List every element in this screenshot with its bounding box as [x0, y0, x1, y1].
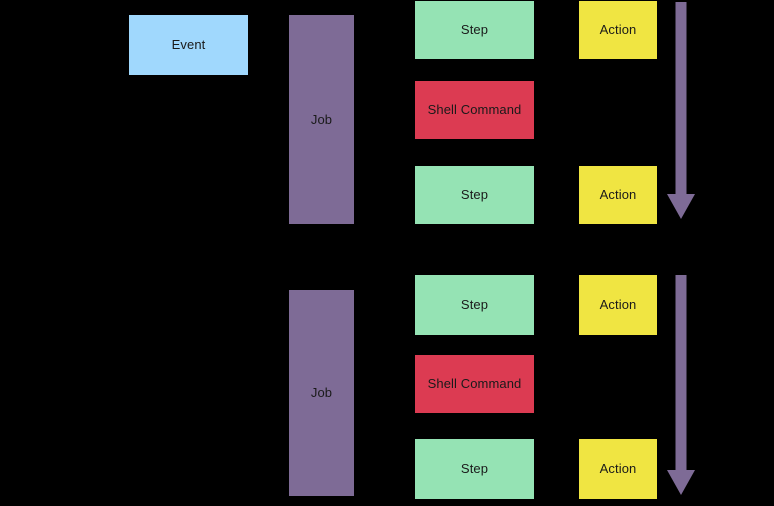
- node-action-1[interactable]: Action: [579, 1, 657, 59]
- arrow-down-flow-2: [666, 275, 696, 496]
- node-job-1[interactable]: Job: [289, 15, 354, 224]
- node-step-3[interactable]: Step: [415, 275, 534, 335]
- node-action-4[interactable]: Action: [579, 439, 657, 499]
- node-shell-command-2[interactable]: Shell Command: [415, 355, 534, 413]
- node-shell-command-1[interactable]: Shell Command: [415, 81, 534, 139]
- arrow-down-icon: [667, 275, 695, 495]
- node-job-2[interactable]: Job: [289, 290, 354, 496]
- node-action-3[interactable]: Action: [579, 275, 657, 335]
- node-step-1[interactable]: Step: [415, 1, 534, 59]
- node-step-4[interactable]: Step: [415, 439, 534, 499]
- arrow-down-icon: [667, 2, 695, 219]
- node-action-2[interactable]: Action: [579, 166, 657, 224]
- node-event[interactable]: Event: [129, 15, 248, 75]
- node-step-2[interactable]: Step: [415, 166, 534, 224]
- arrow-down-flow-1: [666, 2, 696, 220]
